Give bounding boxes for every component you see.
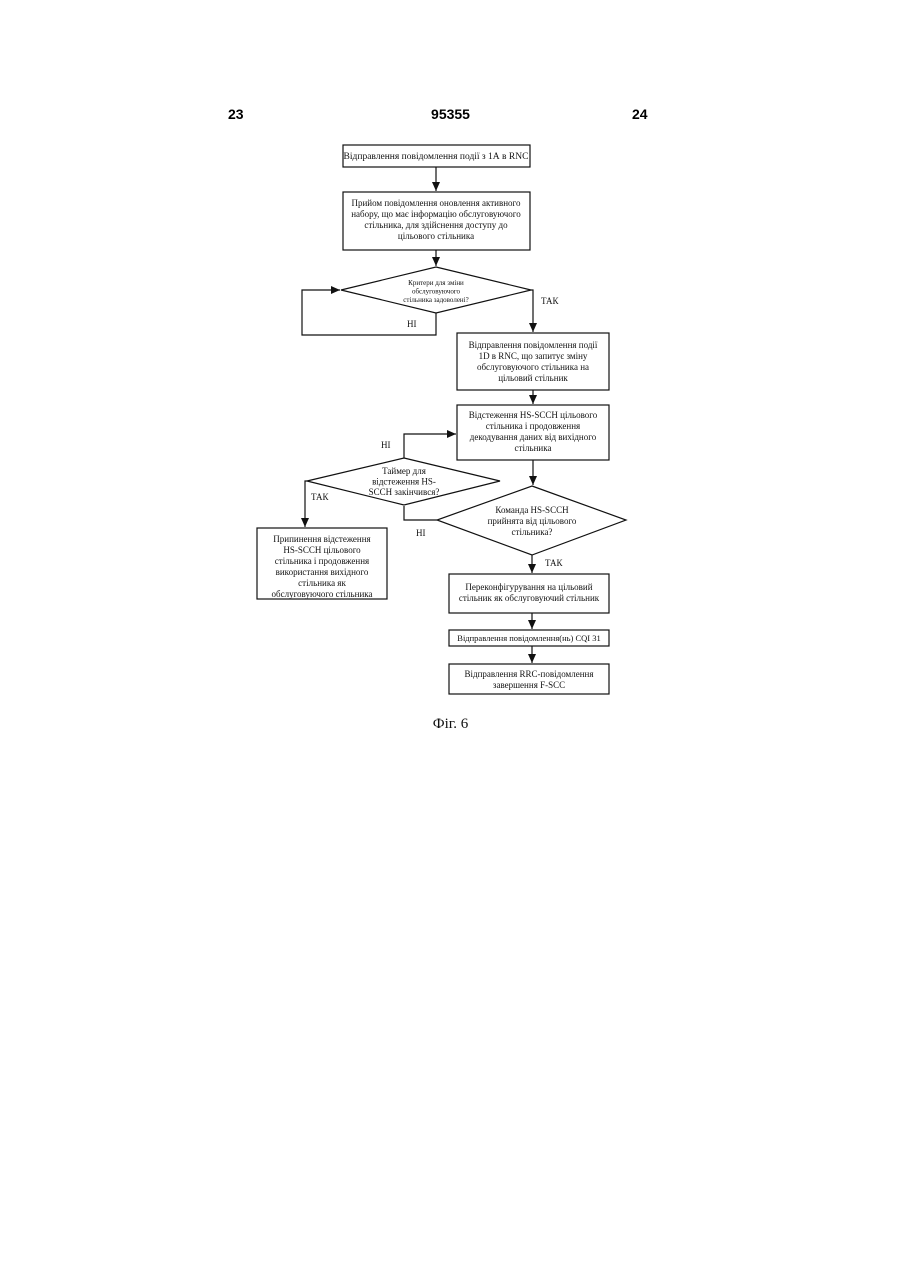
label-criteria-yes: ТАК <box>541 296 560 306</box>
text-line: Таймер для <box>382 466 426 476</box>
text-line: прийнята від цільового <box>488 516 577 526</box>
text-line: SCCH закінчився? <box>369 487 440 497</box>
text-command: Команда HS-SCCHприйнята від цільовогості… <box>488 505 577 537</box>
text-line: Відправлення повідомлення(нь) CQI 31 <box>457 633 600 643</box>
text-line: стільника і продовження <box>275 556 369 566</box>
arrow-timer-yes <box>305 481 307 527</box>
arrow-criteria-yes <box>531 290 533 332</box>
text-line: використання вихідного <box>276 567 369 577</box>
text-line: декодування даних від вихідного <box>470 432 597 442</box>
text-line: стільника і продовження <box>486 421 580 431</box>
text-line: Відправлення RRC-повідомлення <box>465 669 594 679</box>
text-line: Відправлення повідомлення події <box>469 340 598 350</box>
text-line: обслуговуючого <box>412 288 461 296</box>
text-line: Команда HS-SCCH <box>495 505 569 515</box>
text-criteria: Критери для зміниобслуговуючогостільника… <box>403 279 468 304</box>
text-line: Припинення відстеження <box>273 534 370 544</box>
text-line: цільовий стільник <box>498 373 568 383</box>
arrow-command-no <box>404 506 437 520</box>
text-line: 1D в RNC, що запитує зміну <box>479 351 588 361</box>
text-receive-update: Прийом повідомлення оновлення активногон… <box>351 198 521 241</box>
text-reconfigure: Переконфігурування на цільовийстільник я… <box>459 582 600 603</box>
figure-caption: Фіг. 6 <box>0 716 901 733</box>
label-timer-yes: ТАК <box>311 492 330 502</box>
text-stop-monitor: Припинення відстеженняHS-SCCH цільовогос… <box>272 534 373 599</box>
text-line: обслуговуючого стільника на <box>477 362 589 372</box>
text-line: стільника? <box>512 527 553 537</box>
label-criteria-no: НІ <box>407 319 417 329</box>
text-line: HS-SCCH цільового <box>283 545 361 555</box>
text-line: Переконфігурування на цільовий <box>465 582 592 592</box>
text-timer: Таймер длявідстеження HS-SCCH закінчився… <box>369 466 440 497</box>
arrow-timer-no-loop <box>404 434 456 458</box>
text-line: стільника як <box>298 578 346 588</box>
text-line: Прийом повідомлення оновлення активного <box>351 198 521 208</box>
label-command-no: НІ <box>416 528 426 538</box>
text-line: набору, що має інформацію обслуговуючого <box>351 209 521 219</box>
text-line: стільника, для здійснення доступу до <box>364 220 508 230</box>
text-send-cqi: Відправлення повідомлення(нь) CQI 31 <box>457 633 600 643</box>
label-timer-no: НІ <box>381 440 391 450</box>
text-monitor: Відстеження HS-SCCH цільовогостільника і… <box>469 410 598 453</box>
text-line: стільник як обслуговуючий стільник <box>459 593 600 603</box>
text-line: обслуговуючого стільника <box>272 589 373 599</box>
text-send-1d: Відправлення повідомлення події1D в RNC,… <box>469 340 598 383</box>
text-line: стільника задоволені? <box>403 296 468 304</box>
text-line: Відстеження HS-SCCH цільового <box>469 410 598 420</box>
text-line: завершення F-SCC <box>493 680 565 690</box>
text-line: Відправлення повідомлення події з 1А в R… <box>344 152 529 162</box>
label-command-yes: ТАК <box>545 558 564 568</box>
text-line: цільового стільника <box>398 231 474 241</box>
text-send-1a: Відправлення повідомлення події з 1А в R… <box>344 152 529 162</box>
text-line: відстеження HS- <box>372 477 436 487</box>
text-line: Критери для зміни <box>408 279 464 287</box>
text-send-rrc: Відправлення RRC-повідомленнязавершення … <box>465 669 594 690</box>
text-line: стільника <box>515 443 552 453</box>
